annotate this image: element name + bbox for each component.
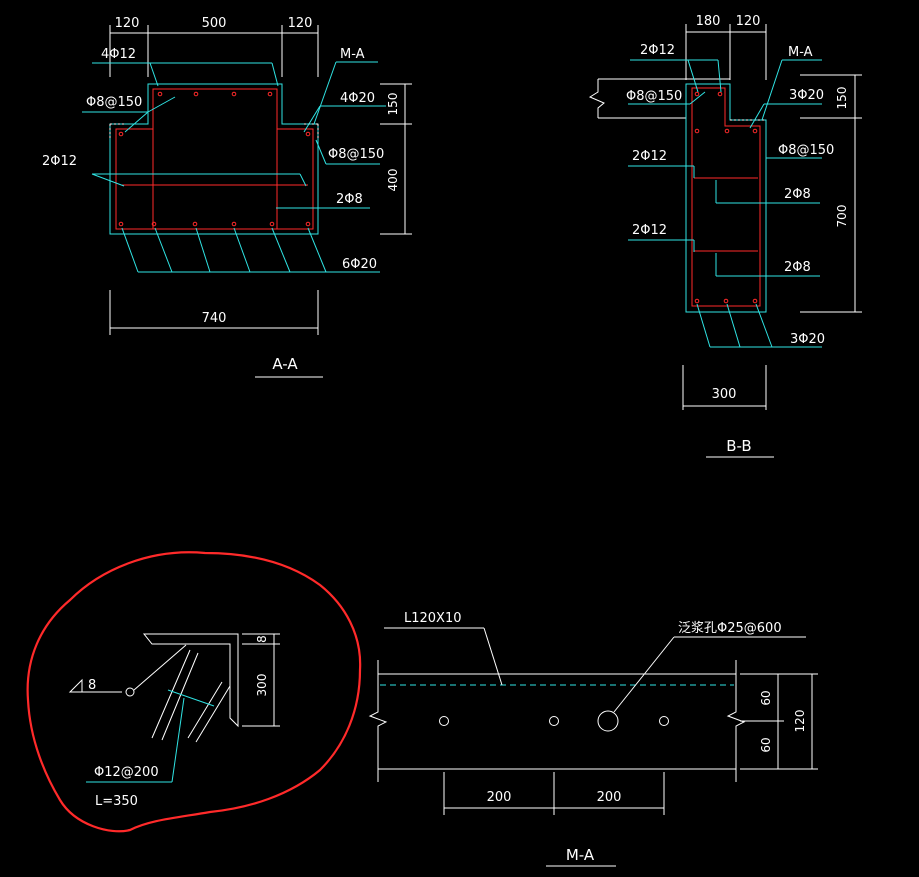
bb-label-mid-left-2: 2Φ12 [632, 223, 667, 238]
bb-label-ma: M-A [788, 45, 813, 60]
ma-hole-label: 泛浆孔Φ25@600 [678, 621, 782, 636]
bb-label-stirrup-right: Φ8@150 [778, 143, 834, 158]
highlight-circle [26, 551, 362, 833]
grout-hole [597, 710, 619, 732]
angle-steel [142, 633, 239, 728]
aa-dim-top-3: 120 [288, 16, 313, 31]
detail-dim-small: 8 [255, 635, 269, 643]
bb-dim-right-1: 150 [835, 87, 849, 110]
detail-anchor-label: Φ12@200 [94, 765, 159, 780]
aa-dim-right-2: 400 [386, 169, 400, 192]
bb-label-top-left: 2Φ12 [640, 43, 675, 58]
ma-dim-bottom-2: 200 [597, 790, 622, 805]
bolt-hole [659, 716, 669, 726]
aa-label-top-left: 4Φ12 [101, 47, 136, 62]
bolt-hole [549, 716, 559, 726]
section-bb: 180 120 150 700 300 2Φ12 Φ8@150 M-A 3Φ20… [588, 14, 862, 458]
aa-label-stirrup-left: Φ8@150 [86, 95, 142, 110]
aa-title: A-A [272, 355, 298, 373]
bolt-hole [439, 716, 449, 726]
bb-stirrup [691, 87, 761, 307]
bb-title: B-B [726, 437, 751, 455]
aa-label-inner-right: 2Φ8 [336, 192, 363, 207]
ma-dim-total: 120 [793, 710, 807, 733]
aa-label-mid-left: 2Φ12 [42, 154, 77, 169]
detail-weld-size: 8 [88, 678, 96, 693]
ma-dim-right-2: 60 [759, 737, 773, 752]
aa-dim-top-2: 500 [202, 16, 227, 31]
bb-label-stirrup-left: Φ8@150 [626, 89, 682, 104]
aa-label-stirrup-right: Φ8@150 [328, 147, 384, 162]
bb-label-top-right: 3Φ20 [789, 88, 824, 103]
aa-label-bottom-right: 6Φ20 [342, 257, 377, 272]
ma-title: M-A [566, 846, 595, 864]
aa-dim-right-1: 150 [386, 93, 400, 116]
section-ma: L120X10 泛浆孔Φ25@600 60 60 120 200 200 M-A [368, 611, 818, 867]
bb-dim-bottom: 300 [712, 387, 737, 402]
section-aa: 120 500 120 150 400 740 4Φ12 Φ8@150 2Φ12… [42, 16, 412, 378]
aa-outline [109, 83, 319, 235]
aa-dim-bottom: 740 [202, 311, 227, 326]
bb-dim-right-2: 700 [835, 205, 849, 228]
bb-label-mid-right-2: 2Φ8 [784, 260, 811, 275]
aa-dim-top-1: 120 [115, 16, 140, 31]
bb-label-mid-left-1: 2Φ12 [632, 149, 667, 164]
aa-label-top-right: 4Φ20 [340, 91, 375, 106]
bb-label-bottom-right: 3Φ20 [790, 332, 825, 347]
ma-dim-bottom-1: 200 [487, 790, 512, 805]
ma-angle-label: L120X10 [404, 611, 462, 626]
detail-dim-height: 300 [255, 674, 269, 697]
bb-outline [685, 83, 767, 313]
ma-dim-right-1: 60 [759, 690, 773, 705]
detail-length-label: L=350 [95, 794, 138, 809]
bb-label-mid-right-1: 2Φ8 [784, 187, 811, 202]
anchor-detail: 8 8 300 Φ12@200 L=350 [26, 551, 362, 833]
aa-label-ma: M-A [340, 47, 365, 62]
bb-dim-top-2: 120 [736, 14, 761, 29]
bb-dim-top-1: 180 [696, 14, 721, 29]
